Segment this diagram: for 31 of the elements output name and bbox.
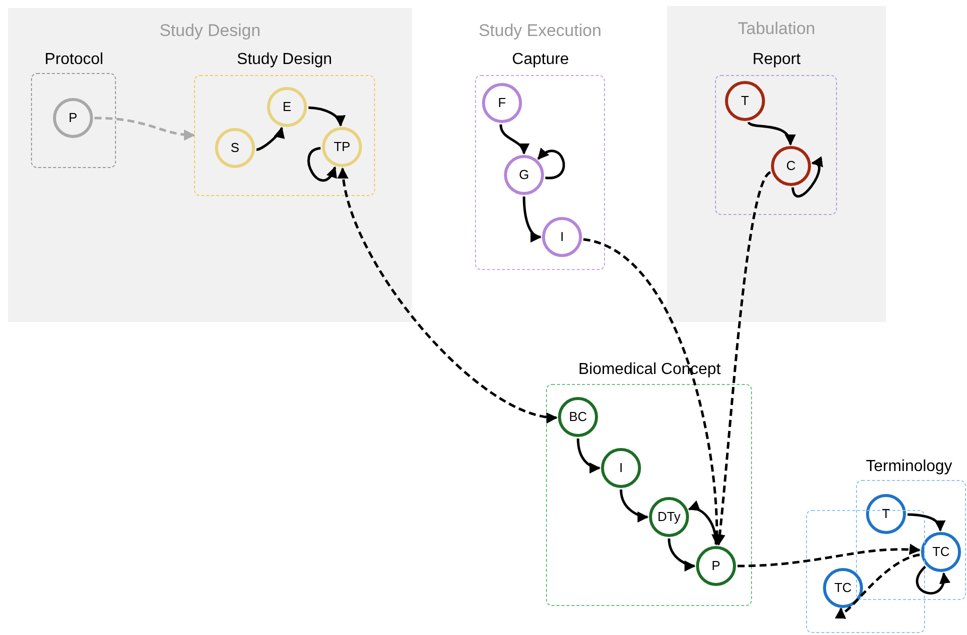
section-title: Study Design xyxy=(158,20,262,42)
section-band xyxy=(667,6,886,322)
dashed-arrow xyxy=(338,167,558,422)
group-title: Protocol xyxy=(44,50,104,70)
arrow xyxy=(916,566,950,594)
arrow xyxy=(791,158,823,198)
dashed-arrow xyxy=(583,238,722,546)
dashed-arrow xyxy=(737,544,921,568)
arrow xyxy=(576,438,601,473)
section-title: Tabulation xyxy=(736,18,816,40)
group-title: Biomedical Concept xyxy=(577,360,722,380)
arrow xyxy=(907,513,945,532)
group-title: Terminology xyxy=(864,457,954,477)
dashed-arrow xyxy=(837,554,920,620)
dashed-arrow xyxy=(94,116,196,140)
arrow xyxy=(256,126,284,151)
dashed-frame xyxy=(806,510,925,633)
section-band xyxy=(8,8,412,322)
arrow xyxy=(688,501,718,545)
arrow xyxy=(308,106,344,127)
arrow xyxy=(537,148,565,180)
group-title: Study Design xyxy=(236,50,334,70)
arrow xyxy=(307,147,336,182)
arrow xyxy=(500,124,528,155)
section-title: Study Execution xyxy=(478,20,602,42)
arrow xyxy=(668,538,696,571)
group-title: Capture xyxy=(511,50,570,70)
arrow xyxy=(620,489,649,522)
group-title: Report xyxy=(751,50,802,70)
arrow xyxy=(748,121,794,146)
arrow xyxy=(522,196,542,242)
